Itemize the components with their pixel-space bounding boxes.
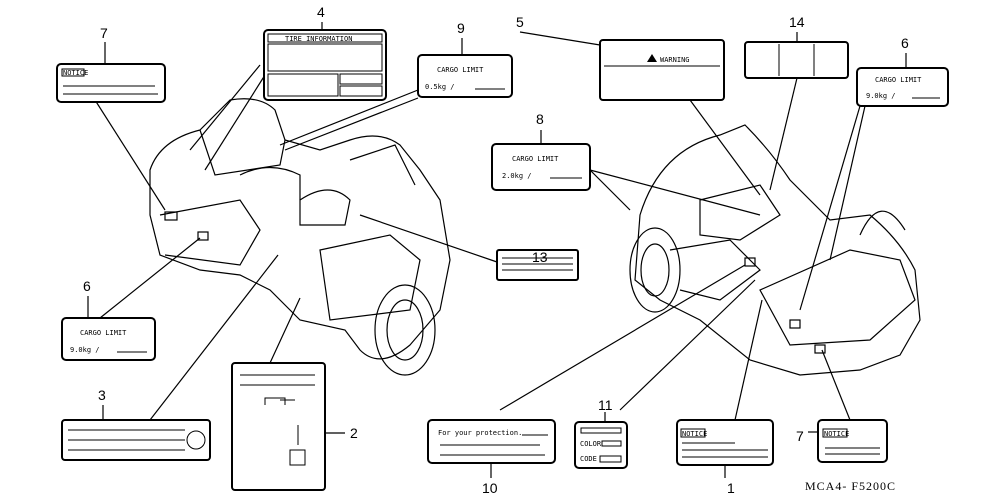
callout-10: 10 — [482, 480, 498, 496]
cargo-weight-text: 9.0kg / — [866, 92, 896, 100]
callout-9: 9 — [457, 20, 465, 36]
callout-13: 13 — [532, 249, 548, 265]
callout-8: 8 — [536, 111, 544, 127]
warning-text: WARNING — [660, 56, 690, 64]
label-11-color-code: COLOR CODE 11 — [574, 397, 628, 469]
label-10-protection: For your protection. 10 — [427, 419, 556, 496]
cargo-weight-text: 0.5kg / — [425, 83, 455, 91]
protection-text: For your protection. — [438, 429, 522, 437]
tire-information-text: TIRE INFORMATION — [285, 35, 352, 43]
label-6-cargo-limit-right: CARGO LIMIT 9.0kg / 6 — [856, 35, 949, 107]
callout-4: 4 — [317, 4, 325, 20]
label-7-notice-left: NOTICE 7 — [56, 25, 166, 103]
callout-7: 7 — [796, 428, 804, 444]
notice-text: NOTICE — [682, 430, 707, 438]
callout-5: 5 — [516, 14, 524, 30]
motorcycle-left-illustration — [149, 98, 451, 376]
motorcycle-right-illustration — [629, 124, 921, 376]
notice-text: NOTICE — [824, 430, 849, 438]
callout-2: 2 — [350, 425, 358, 441]
label-14: 14 — [744, 14, 849, 79]
code-text: CODE — [580, 455, 597, 463]
cargo-limit-text: CARGO LIMIT — [80, 329, 127, 337]
callout-3: 3 — [98, 387, 106, 403]
cargo-limit-text: CARGO LIMIT — [875, 76, 922, 84]
cargo-weight-text: 9.0kg / — [70, 346, 100, 354]
cargo-limit-text: CARGO LIMIT — [512, 155, 559, 163]
diagram-code: MCA4- F5200C — [805, 479, 896, 493]
callout-1: 1 — [727, 480, 735, 496]
callout-7: 7 — [100, 25, 108, 41]
color-text: COLOR — [580, 440, 602, 448]
callout-14: 14 — [789, 14, 805, 30]
callout-6: 6 — [901, 35, 909, 51]
callout-6: 6 — [83, 278, 91, 294]
label-3: 3 — [61, 387, 211, 461]
label-5-warning: WARNING 5 — [516, 14, 725, 101]
callout-11: 11 — [598, 397, 613, 413]
label-9-cargo-limit: CARGO LIMIT 0.5kg / 9 — [417, 20, 513, 98]
label-7-notice-right: NOTICE 7 — [796, 419, 888, 463]
label-2: 2 — [231, 362, 358, 491]
leader-lines — [87, 22, 907, 478]
label-6-cargo-limit-left: CARGO LIMIT 9.0kg / 6 — [61, 278, 156, 361]
cargo-weight-text: 2.0kg / — [502, 172, 532, 180]
label-8-cargo-limit: CARGO LIMIT 2.0kg / 8 — [491, 111, 591, 191]
label-4-tire-information: TIRE INFORMATION 4 — [263, 4, 387, 101]
cargo-limit-text: CARGO LIMIT — [437, 66, 484, 74]
label-13: 13 — [496, 249, 579, 281]
label-1-notice: NOTICE 1 — [676, 419, 774, 496]
notice-text: NOTICE — [63, 69, 88, 77]
